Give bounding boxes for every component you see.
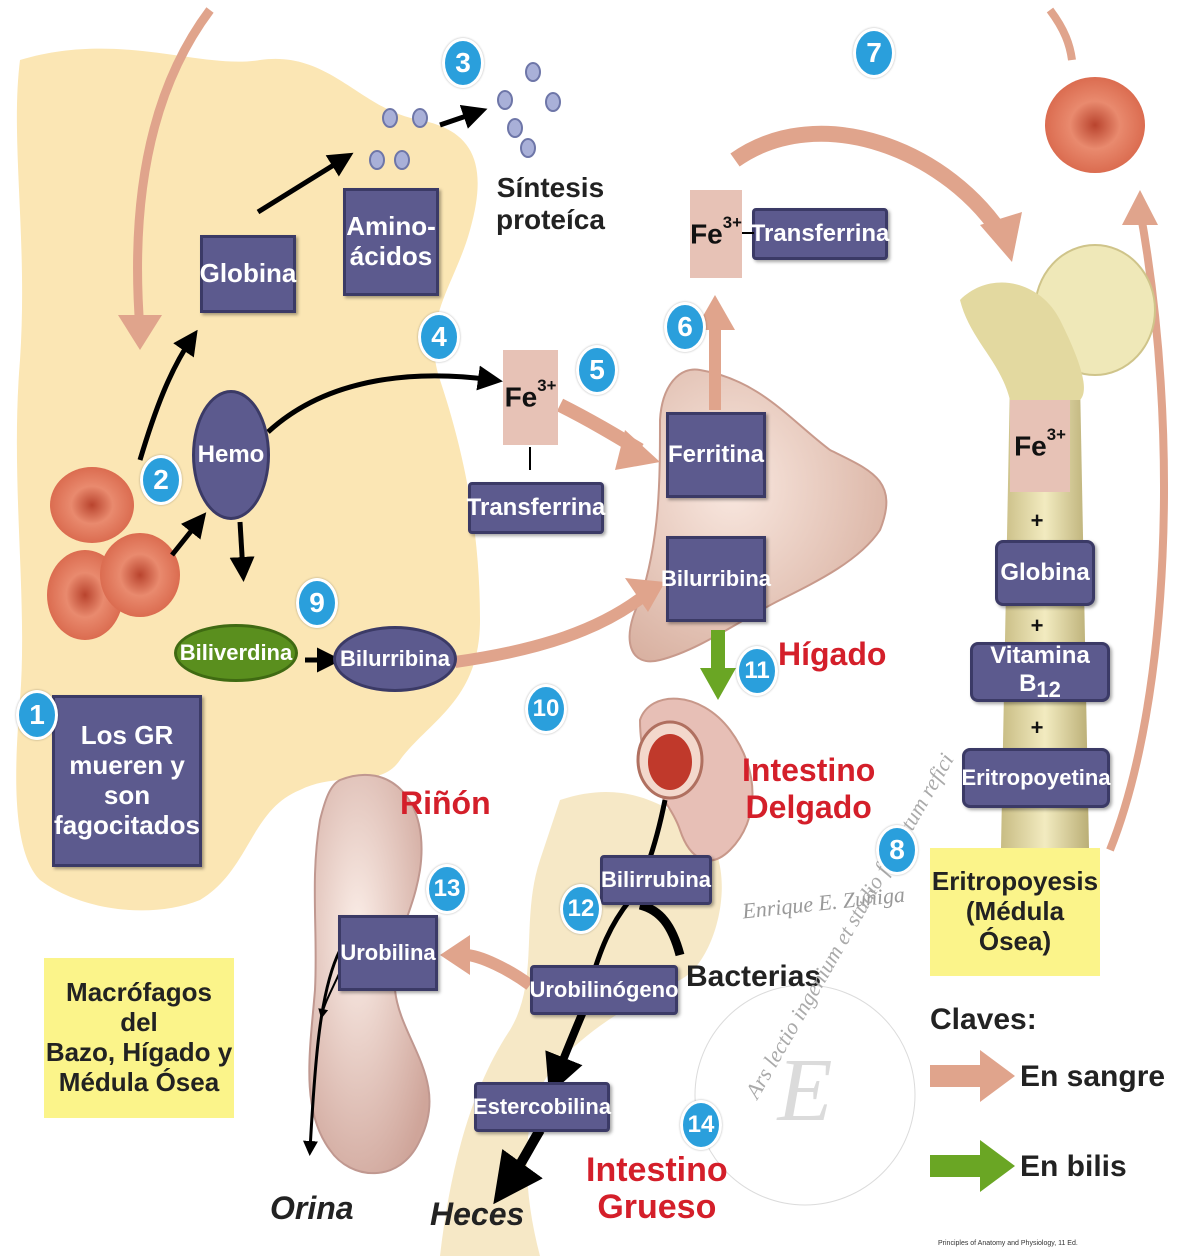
transferrina-box-liver-top: Transferrina — [752, 208, 888, 260]
biliverdina-oval: Biliverdina — [174, 624, 298, 682]
svg-text:+: + — [1031, 613, 1044, 638]
step-12: 12 — [560, 884, 602, 934]
transferrina-label-top: Transferrina — [751, 220, 890, 248]
fe-transferrin-connector — [742, 232, 754, 234]
fe-charge: 3+ — [723, 213, 742, 232]
ferritina-label: Ferritina — [668, 441, 764, 469]
step-14: 14 — [680, 1100, 722, 1150]
bilurribina-oval: Bilurribina — [333, 626, 457, 692]
fe-box-macrophage: Fe3+ — [503, 350, 558, 445]
fe-symbol: Fe — [1014, 430, 1047, 461]
fe-charge: 3+ — [1047, 425, 1066, 444]
bile-arrow-down-head — [700, 668, 736, 700]
urobilinogeno-box: Urobilinógeno — [530, 965, 678, 1015]
vitamina-subscript: 12 — [1036, 677, 1060, 702]
estercobilina-label: Estercobilina — [473, 1094, 611, 1119]
claves-label: Claves: — [930, 1003, 1037, 1037]
blood-arc-top — [1050, 10, 1072, 60]
bilirrubina-intestine-label: Bilirrubina — [601, 867, 711, 892]
fe-symbol: Fe — [505, 382, 538, 413]
step-10: 10 — [525, 684, 567, 734]
heces-label: Heces — [430, 1196, 524, 1233]
eritropoyetina-label: Eritropoyetina — [961, 765, 1110, 790]
macrofagos-box: Macrófagos del Bazo, Hígado y Médula Óse… — [44, 958, 234, 1118]
estercobilina-box: Estercobilina — [474, 1082, 610, 1132]
urobilina-label: Urobilina — [340, 940, 435, 965]
fe-box-liver: Fe3+ — [690, 190, 742, 278]
step-9: 9 — [296, 578, 338, 628]
bilurribina-liver-box: Bilurribina — [666, 536, 766, 622]
step-11: 11 — [736, 646, 778, 696]
step-1: 1 — [16, 690, 58, 740]
step-13: 13 — [426, 864, 468, 914]
gr-label: Los GR mueren y son fagocitados — [54, 721, 200, 841]
intestino-grueso-label: Intestino Grueso — [586, 1152, 728, 1227]
bilurribina-label: Bilurribina — [340, 646, 450, 672]
sintesis-label: Síntesis proteíca — [496, 172, 605, 236]
orina-label: Orina — [270, 1190, 354, 1227]
hemo-label: Hemo — [198, 441, 265, 469]
globina-bone-box: Globina — [995, 540, 1095, 606]
urobilinogeno-label: Urobilinógeno — [529, 977, 678, 1002]
globina-label: Globina — [200, 259, 297, 289]
aminoacidos-label: Amino- ácidos — [346, 212, 436, 272]
higado-label: Hígado — [778, 636, 886, 673]
vitamina-label: Vitamina B12 — [973, 642, 1107, 702]
transferrina-label-macrophage: Transferrina — [467, 494, 606, 522]
gr-box: Los GR mueren y son fagocitados — [52, 695, 202, 867]
urobilinogen-to-kidney-arrow-head — [440, 935, 470, 975]
bilirrubina-intestine-box: Bilirrubina — [600, 855, 712, 905]
en-bilis-label: En bilis — [1020, 1150, 1127, 1184]
fe-box-bone: Fe3+ — [1010, 400, 1070, 492]
bilurribina-liver-label: Bilurribina — [661, 566, 771, 591]
step-3: 3 — [442, 38, 484, 88]
urobilina-box: Urobilina — [338, 915, 438, 991]
eritropoyesis-label: Eritropoyesis (Médula Ósea) — [930, 867, 1100, 957]
step-5: 5 — [576, 345, 618, 395]
ferritina-box: Ferritina — [666, 412, 766, 498]
step-7: 7 — [853, 28, 895, 78]
legend-bile-arrow — [930, 1140, 1015, 1192]
globina-bone-label: Globina — [1000, 559, 1089, 587]
eritropoyesis-box: Eritropoyesis (Médula Ósea) — [930, 848, 1100, 976]
fe-charge: 3+ — [537, 376, 556, 395]
legend-blood-arrow — [930, 1050, 1015, 1102]
step-6: 6 — [664, 302, 706, 352]
fe-symbol: Fe — [690, 218, 723, 249]
globina-box: Globina — [200, 235, 296, 313]
biliverdina-label: Biliverdina — [180, 640, 292, 666]
macrofagos-label: Macrófagos del Bazo, Hígado y Médula Óse… — [44, 978, 234, 1098]
step-2: 2 — [140, 455, 182, 505]
en-sangre-label: En sangre — [1020, 1060, 1165, 1094]
citation: Principles of Anatomy and Physiology, 11… — [938, 1240, 1078, 1247]
step-4: 4 — [418, 312, 460, 362]
blood-arc-from-bone-head — [1122, 190, 1158, 225]
svg-text:+: + — [1031, 508, 1044, 533]
transferrina-box-macrophage: Transferrina — [468, 482, 604, 534]
hemo-circle: Hemo — [192, 390, 270, 520]
red-blood-cell-top-right — [1045, 77, 1145, 173]
aminoacidos-box: Amino- ácidos — [343, 188, 439, 296]
svg-text:+: + — [1031, 715, 1044, 740]
rinon-label: Riñón — [400, 785, 491, 822]
intestino-delgado-label: Intestino Delgado — [742, 752, 875, 826]
urobilinogen-to-kidney-arrow — [465, 955, 530, 985]
vitamina-box: Vitamina B12 — [970, 642, 1110, 702]
eritropoyetina-box: Eritropoyetina — [962, 748, 1110, 808]
bilirubin-to-liver-arrow — [455, 595, 645, 662]
step-8: 8 — [876, 825, 918, 875]
